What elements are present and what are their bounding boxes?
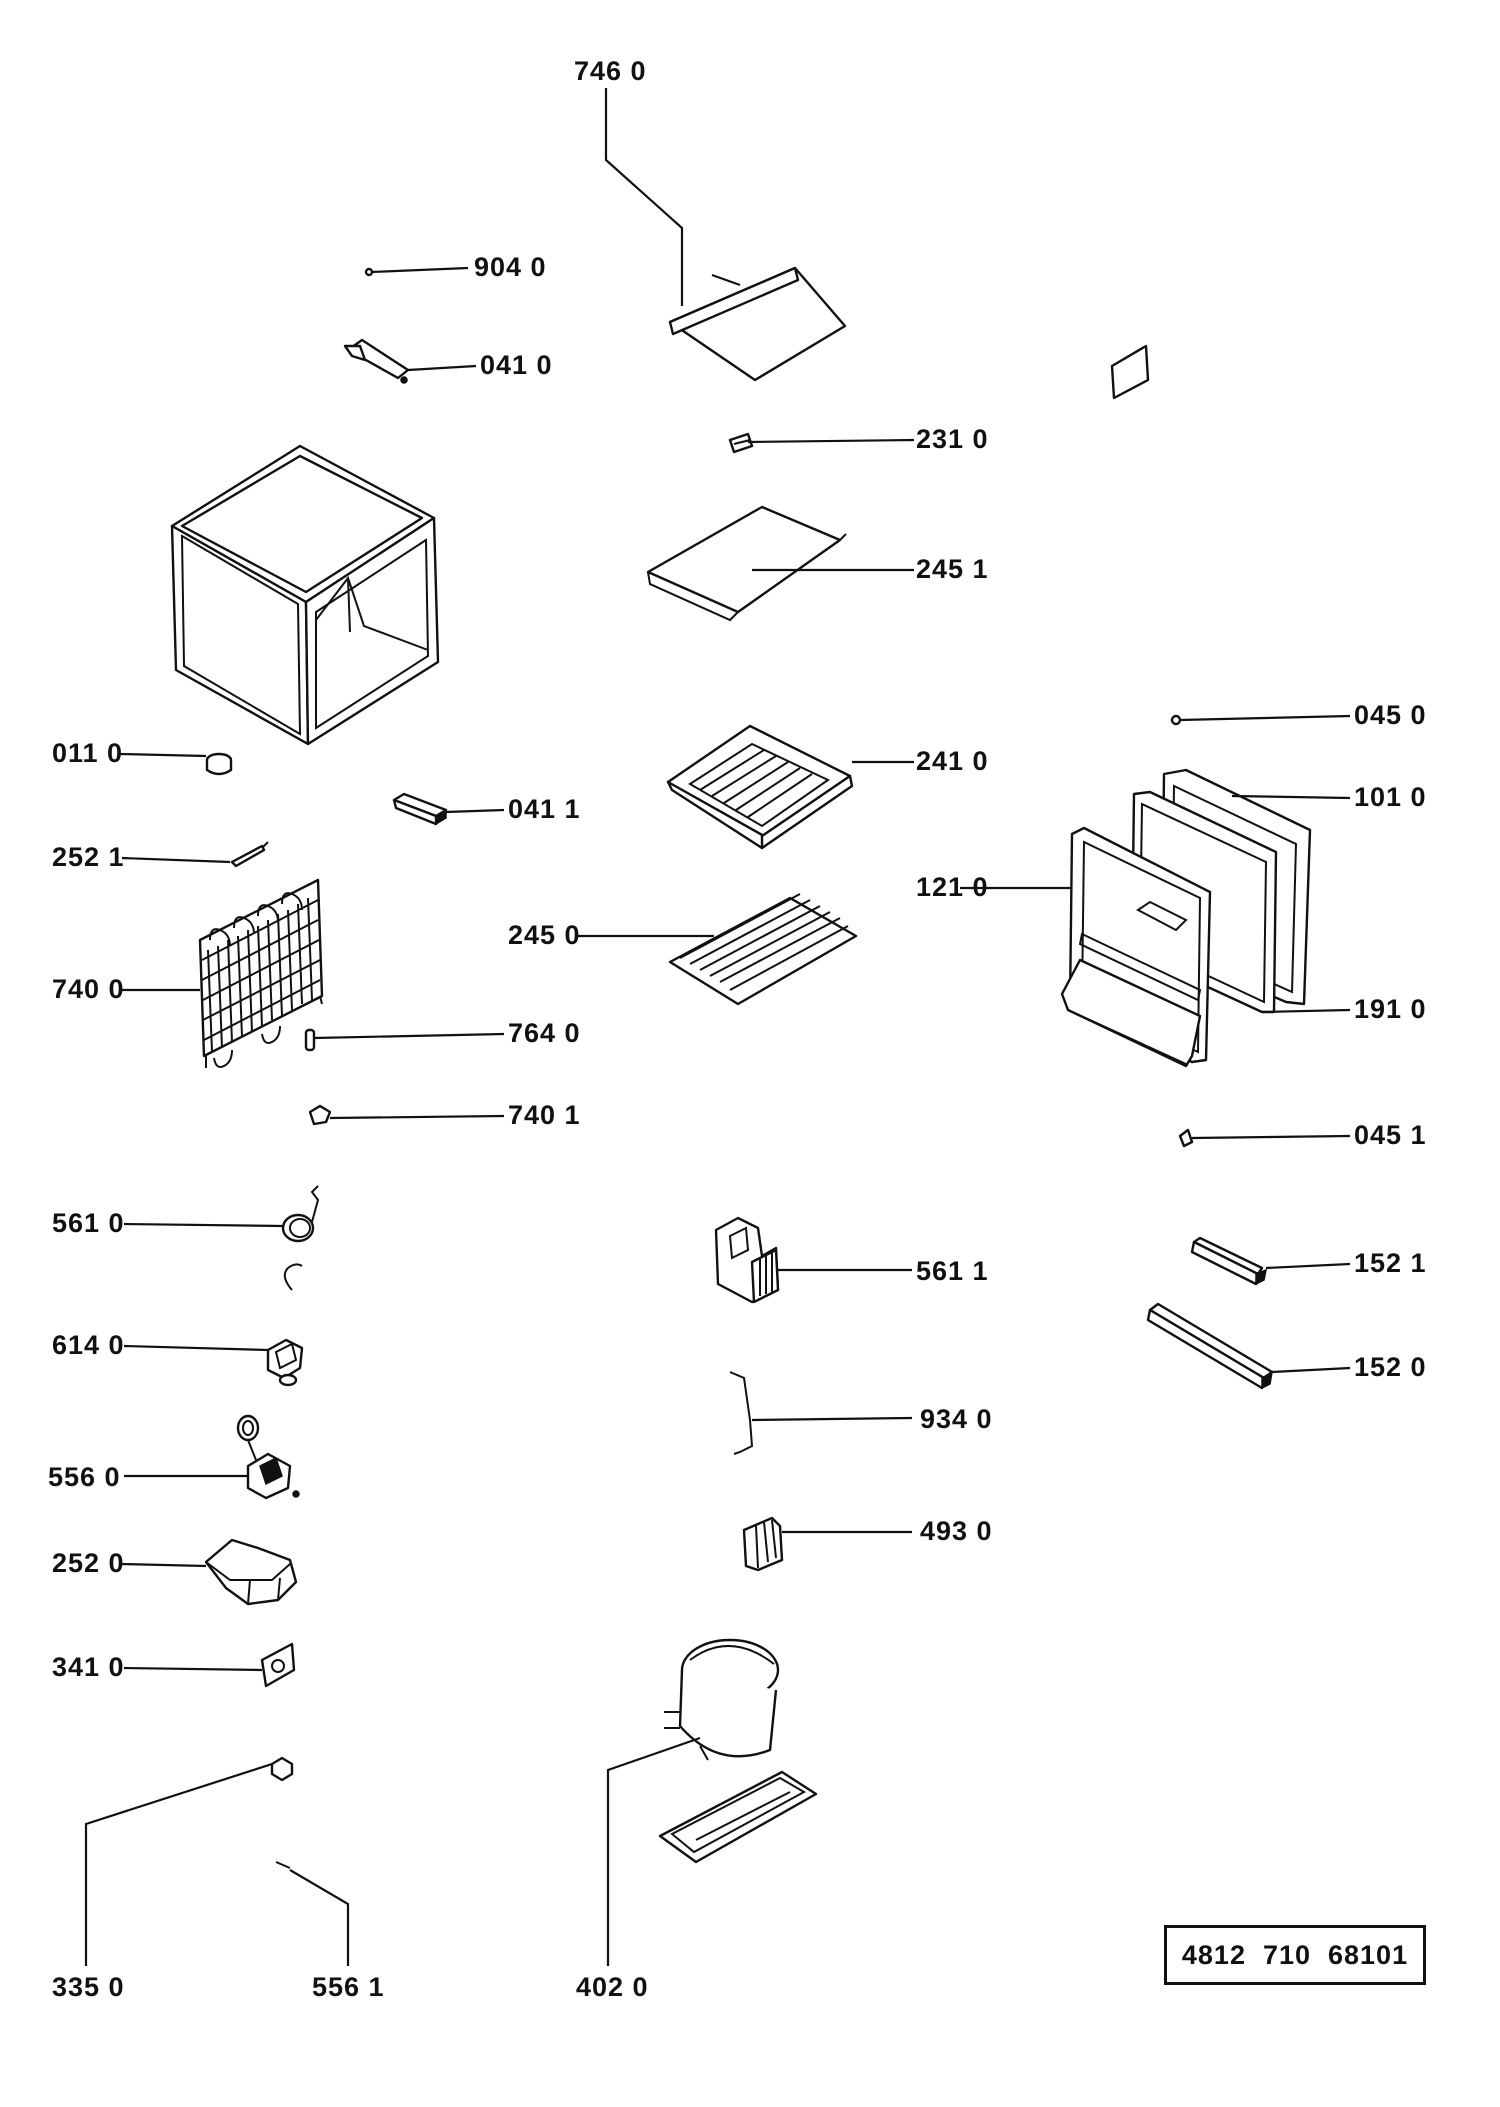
label-746-0: 746 0 <box>574 56 647 86</box>
label-245-1: 245 1 <box>916 554 989 584</box>
label-556-0: 556 0 <box>48 1462 121 1492</box>
label-561-0: 561 0 <box>52 1208 125 1238</box>
label-341-0: 341 0 <box>52 1652 125 1682</box>
part-335-0-connector <box>270 1756 294 1782</box>
part-493-0-box <box>742 1516 784 1572</box>
label-121-0: 121 0 <box>916 872 989 902</box>
part-labels: 746 0 904 0 041 0 231 0 245 1 045 0 011 … <box>48 56 1427 2002</box>
label-556-1: 556 1 <box>312 1972 385 2002</box>
label-191-0: 191 0 <box>1354 994 1427 1024</box>
label-101-0: 101 0 <box>1354 782 1427 812</box>
part-045-0-screw <box>1170 714 1182 726</box>
label-041-1: 041 1 <box>508 794 581 824</box>
part-231-0-clip <box>728 432 754 454</box>
label-045-1: 045 1 <box>1354 1120 1427 1150</box>
label-041-0: 041 0 <box>480 350 553 380</box>
part-614-0-relay <box>266 1338 304 1387</box>
part-compressor-mount-plate <box>658 1770 818 1864</box>
label-740-0: 740 0 <box>52 974 125 1004</box>
part-561-0-thermostat <box>281 1185 320 1291</box>
part-rating-plate <box>1110 344 1150 400</box>
label-152-0: 152 0 <box>1354 1352 1427 1382</box>
label-152-1: 152 1 <box>1354 1248 1427 1278</box>
part-245-1-shelf <box>646 505 847 622</box>
label-335-0: 335 0 <box>52 1972 125 2002</box>
part-121-0-door-inner-panel <box>1060 826 1212 1068</box>
part-252-1-sensor <box>230 841 269 868</box>
label-561-1: 561 1 <box>916 1256 989 1286</box>
label-045-0: 045 0 <box>1354 700 1427 730</box>
label-231-0: 231 0 <box>916 424 989 454</box>
label-934-0: 934 0 <box>920 1404 993 1434</box>
part-341-0-plate <box>260 1642 296 1688</box>
part-746-0-top-plate <box>668 266 847 382</box>
label-241-0: 241 0 <box>916 746 989 776</box>
document-reference-number: 4812 710 68101 <box>1181 1939 1409 1970</box>
leader-lines <box>84 88 1351 1966</box>
part-cabinet-box <box>170 444 440 746</box>
part-011-0-foot <box>205 752 233 776</box>
part-252-0-drip-tray <box>204 1538 298 1606</box>
part-934-0-wire <box>729 1371 754 1455</box>
part-041-1-bracket <box>392 792 448 826</box>
label-245-0: 245 0 <box>508 920 581 950</box>
label-402-0: 402 0 <box>576 1972 649 2002</box>
part-904-0-pin <box>364 267 374 277</box>
part-740-0-condenser <box>198 878 324 1068</box>
label-252-1: 252 1 <box>52 842 125 872</box>
part-740-1-grommet <box>308 1104 332 1126</box>
part-561-1-thermostat-block <box>714 1216 780 1304</box>
part-245-0-grid-shelf <box>668 893 858 1006</box>
part-152-1-rail <box>1190 1236 1268 1286</box>
part-152-0-rail <box>1146 1302 1274 1390</box>
label-614-0: 614 0 <box>52 1330 125 1360</box>
label-252-0: 252 0 <box>52 1548 125 1578</box>
part-045-1-screw <box>1178 1128 1194 1148</box>
document-reference-box: 4812 710 68101 <box>1164 1925 1426 1985</box>
part-556-1-wire <box>275 1861 291 1869</box>
label-904-0: 904 0 <box>474 252 547 282</box>
label-493-0: 493 0 <box>920 1516 993 1546</box>
part-764-0-tube <box>304 1028 316 1052</box>
label-764-0: 764 0 <box>508 1018 581 1048</box>
label-011-0: 011 0 <box>52 738 123 768</box>
part-556-0-fan-motor <box>236 1414 300 1500</box>
part-041-0-hinge-bracket <box>343 338 410 384</box>
part-402-0-compressor <box>664 1638 780 1761</box>
label-740-1: 740 1 <box>508 1100 581 1130</box>
part-241-0-tray <box>666 724 854 850</box>
